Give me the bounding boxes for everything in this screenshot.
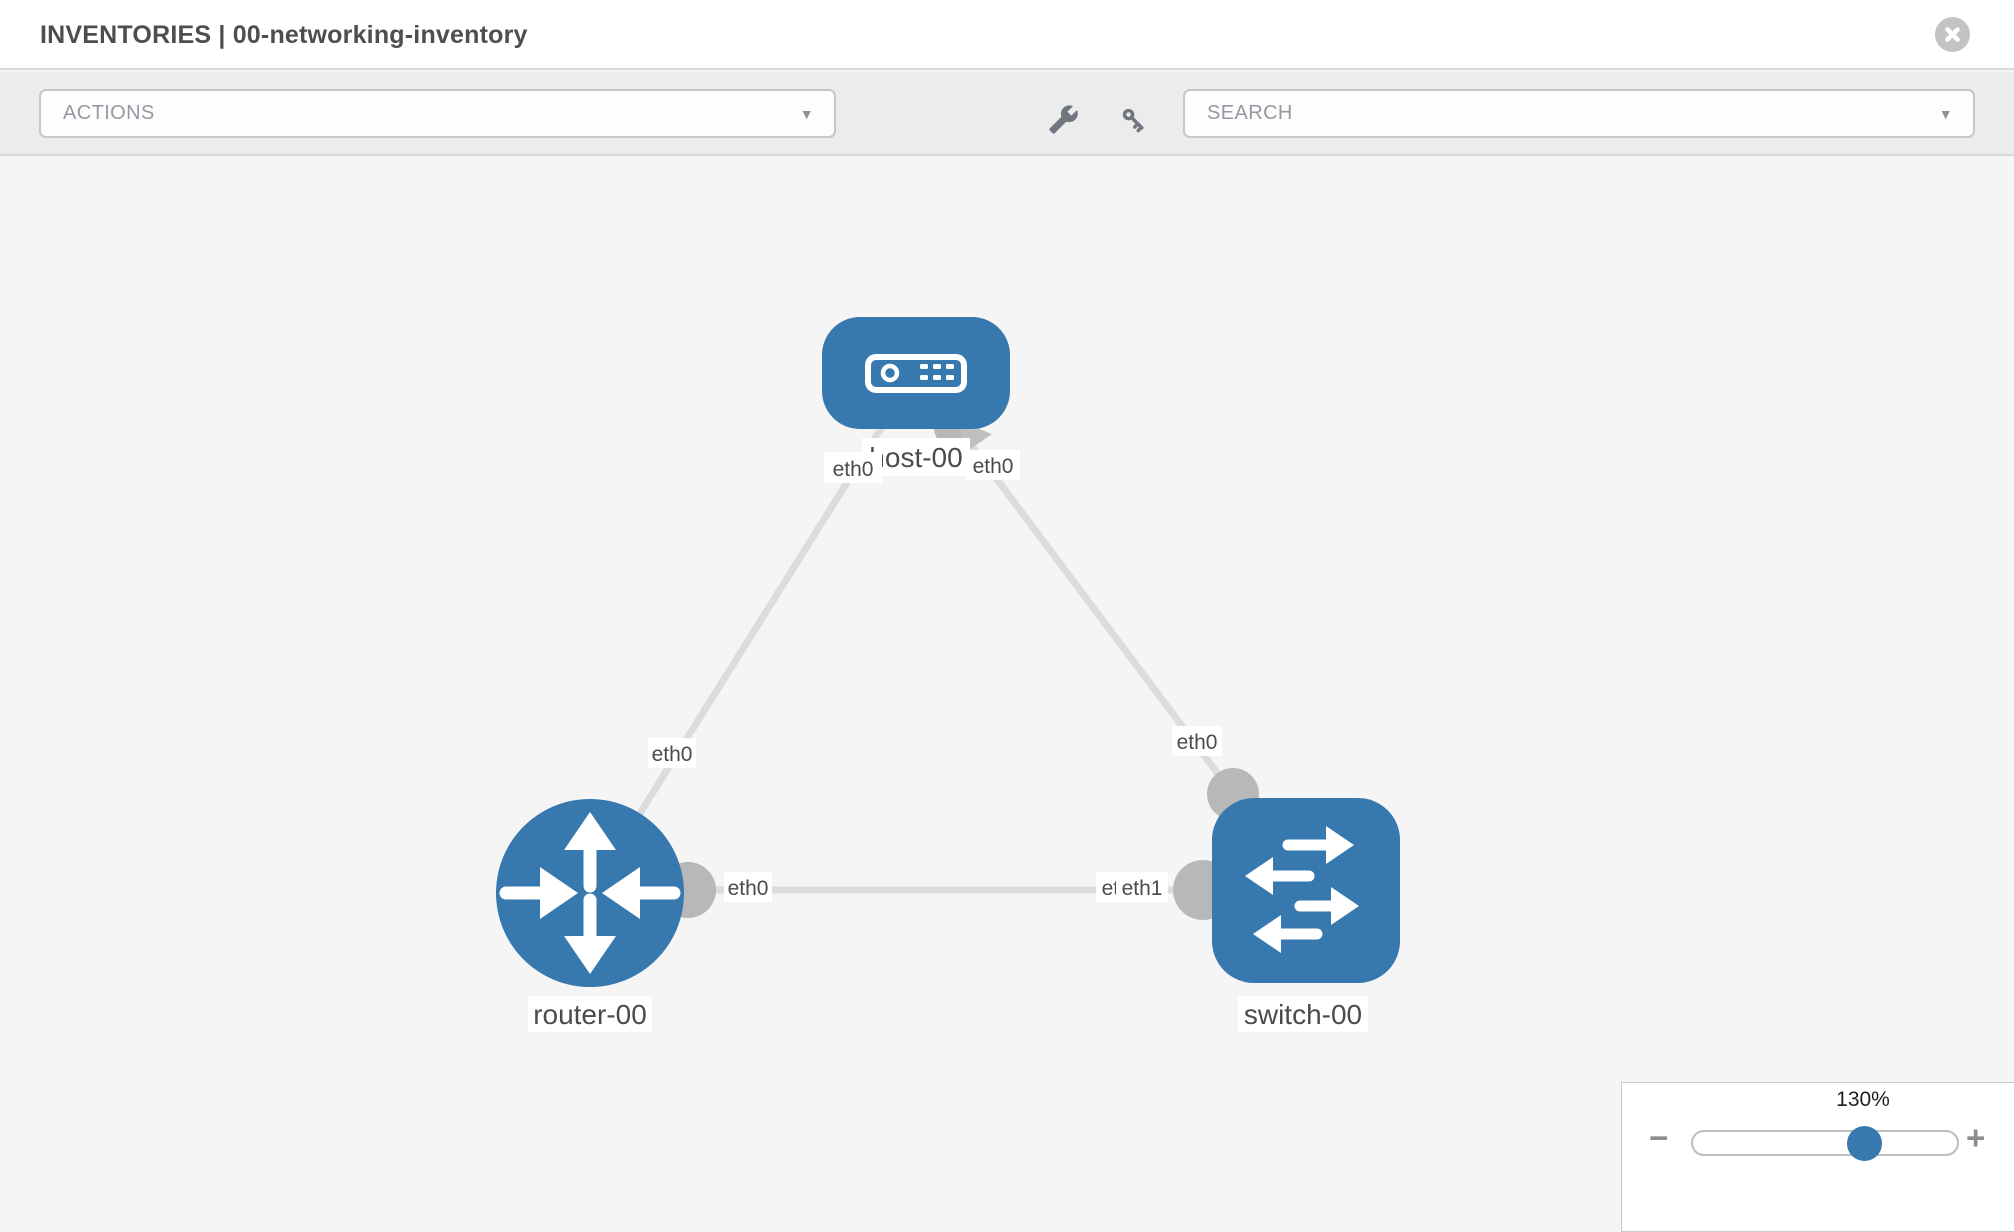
- chevron-down-icon: ▼: [799, 105, 814, 122]
- iface-label: eth0: [833, 458, 874, 481]
- host-icon: [865, 354, 967, 393]
- node-router-00[interactable]: [496, 799, 684, 987]
- actions-dropdown-label: ACTIONS: [63, 102, 155, 124]
- wrench-icon: [1048, 104, 1078, 134]
- header: INVENTORIES | 00-networking-inventory: [0, 0, 2014, 70]
- topology-canvas[interactable]: host-00 eth0 eth0 eth0 eth0 eth0 eth0 et…: [0, 0, 2014, 1200]
- actions-dropdown[interactable]: ACTIONS ▼: [39, 89, 836, 138]
- node-label-router: router-00: [533, 999, 647, 1030]
- zoom-slider[interactable]: [1691, 1130, 1959, 1156]
- topology-ports: [660, 404, 1259, 920]
- search-dropdown[interactable]: SEARCH ▼: [1183, 89, 1975, 138]
- switch-icon: [1245, 826, 1359, 953]
- chevron-down-icon: ▼: [1938, 105, 1953, 122]
- zoom-in-button[interactable]: +: [1966, 1119, 1986, 1156]
- toolbar: ACTIONS ▼ SEARCH ▼: [0, 72, 2014, 156]
- iface-label: eth0: [973, 455, 1014, 478]
- router-icon: [499, 812, 681, 974]
- topology-labels: host-00 eth0 eth0 eth0 eth0 eth0 eth0 et…: [528, 438, 1368, 1032]
- iface-label: eth0: [728, 877, 769, 900]
- credentials-button[interactable]: [1113, 99, 1153, 139]
- zoom-panel: 130% − +: [1621, 1082, 2014, 1232]
- iface-label: eth0: [652, 743, 693, 766]
- search-dropdown-label: SEARCH: [1207, 102, 1293, 124]
- close-button[interactable]: [1935, 17, 1970, 52]
- node-host-00[interactable]: [822, 317, 1010, 429]
- zoom-out-button[interactable]: −: [1649, 1119, 1669, 1156]
- close-icon: [1945, 27, 1960, 42]
- configure-button[interactable]: [1043, 99, 1083, 139]
- key-icon: [1122, 108, 1143, 132]
- node-label-host: host-00: [869, 442, 962, 473]
- page-title: INVENTORIES | 00-networking-inventory: [40, 21, 528, 49]
- node-label-switch: switch-00: [1244, 999, 1362, 1030]
- node-switch-00[interactable]: [1212, 798, 1400, 983]
- iface-label: eth0: [1177, 731, 1218, 754]
- zoom-level: 130%: [1836, 1088, 1890, 1111]
- zoom-slider-handle[interactable]: [1847, 1126, 1882, 1161]
- iface-label: eth1: [1122, 877, 1163, 900]
